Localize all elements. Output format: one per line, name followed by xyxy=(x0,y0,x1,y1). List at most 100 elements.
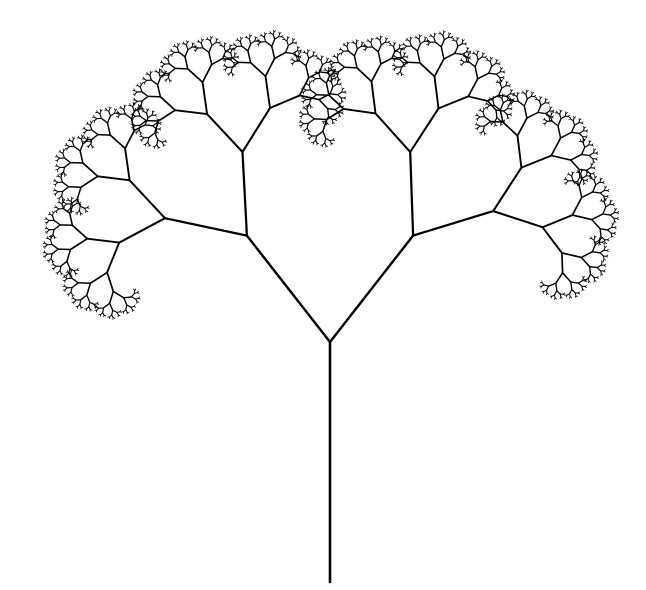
tree-branch xyxy=(90,123,91,126)
tree-branch xyxy=(266,42,272,47)
tree-branch xyxy=(185,57,188,69)
tree-branch xyxy=(441,47,444,59)
tree-branch xyxy=(478,73,489,79)
tree-branch xyxy=(240,39,241,42)
tree-branch xyxy=(483,112,484,117)
tree-branch xyxy=(100,114,102,119)
tree-branch xyxy=(434,35,435,38)
tree-branch xyxy=(110,113,114,116)
tree-branch xyxy=(394,44,395,47)
tree-branch xyxy=(94,117,97,119)
tree-branch xyxy=(592,164,594,165)
tree-branch xyxy=(584,127,585,128)
tree-branch xyxy=(101,110,102,111)
tree-branch xyxy=(330,94,338,95)
tree-branch xyxy=(583,277,584,278)
tree-branch xyxy=(150,76,151,81)
tree-branch xyxy=(310,82,312,83)
tree-branch xyxy=(337,55,338,58)
tree-branch xyxy=(67,145,70,147)
tree-branch xyxy=(141,101,142,106)
tree-branch xyxy=(605,187,606,188)
tree-branch xyxy=(321,60,323,65)
tree-branch xyxy=(169,68,175,73)
tree-branch xyxy=(487,104,489,106)
tree-branch xyxy=(94,304,95,307)
tree-branch xyxy=(91,122,93,123)
tree-branch xyxy=(344,98,346,99)
tree-branch xyxy=(210,38,211,41)
tree-branch xyxy=(507,82,508,83)
tree-branch xyxy=(71,239,88,250)
tree-branch xyxy=(135,293,138,294)
tree-branch xyxy=(575,296,576,298)
tree-branch xyxy=(420,35,422,36)
tree-branch xyxy=(340,84,341,85)
tree-branch xyxy=(592,252,600,253)
tree-branch xyxy=(186,42,187,45)
tree-branch xyxy=(124,297,132,298)
tree-branch xyxy=(477,52,478,55)
tree-branch xyxy=(341,98,342,101)
tree-branch xyxy=(560,114,561,119)
tree-branch xyxy=(330,87,333,94)
tree-branch xyxy=(326,138,330,140)
tree-branch xyxy=(314,52,316,53)
tree-branch xyxy=(282,37,284,38)
tree-branch xyxy=(243,108,271,152)
tree-branch xyxy=(583,183,584,185)
tree-branch xyxy=(596,182,600,185)
tree-branch xyxy=(92,135,98,140)
tree-branch xyxy=(435,34,437,35)
tree-branch xyxy=(458,44,462,47)
tree-branch xyxy=(110,107,111,108)
tree-branch xyxy=(376,113,411,152)
tree-branch xyxy=(410,108,438,152)
tree-branch xyxy=(201,40,202,43)
tree-branch xyxy=(490,59,491,62)
tree-branch xyxy=(441,40,444,47)
tree-branch xyxy=(496,110,497,118)
tree-branch xyxy=(209,45,212,52)
tree-branch xyxy=(300,78,309,96)
tree-branch xyxy=(493,101,494,106)
tree-branch xyxy=(188,69,203,82)
tree-branch xyxy=(580,140,581,142)
tree-branch xyxy=(140,84,141,87)
tree-branch xyxy=(201,43,203,48)
tree-branch xyxy=(572,132,580,133)
tree-branch xyxy=(551,156,570,161)
tree-branch xyxy=(497,60,499,61)
tree-branch xyxy=(300,61,306,66)
tree-branch xyxy=(590,267,591,275)
tree-branch xyxy=(394,64,395,66)
tree-branch xyxy=(572,125,575,132)
tree-branch xyxy=(518,93,519,94)
tree-branch xyxy=(339,113,340,116)
tree-branch xyxy=(381,42,385,45)
tree-branch xyxy=(340,103,342,104)
tree-branch xyxy=(55,190,58,192)
tree-branch xyxy=(301,122,304,124)
tree-branch xyxy=(582,192,593,198)
tree-branch xyxy=(117,312,118,315)
tree-branch xyxy=(594,240,595,245)
tree-branch xyxy=(343,88,345,89)
tree-branch xyxy=(563,294,564,295)
tree-branch xyxy=(504,109,508,112)
tree-branch xyxy=(231,50,232,53)
tree-branch xyxy=(497,118,501,121)
tree-branch xyxy=(80,300,81,305)
tree-branch xyxy=(70,213,73,225)
tree-branch xyxy=(316,71,317,73)
tree-branch xyxy=(555,291,557,295)
tree-branch xyxy=(127,305,131,307)
tree-branch xyxy=(334,76,335,77)
tree-branch xyxy=(427,41,429,42)
tree-branch xyxy=(98,135,110,136)
tree-branch xyxy=(230,45,232,46)
tree-branch xyxy=(332,79,333,82)
tree-branch xyxy=(580,119,581,120)
tree-branch xyxy=(177,45,178,48)
tree-branch xyxy=(526,94,527,99)
